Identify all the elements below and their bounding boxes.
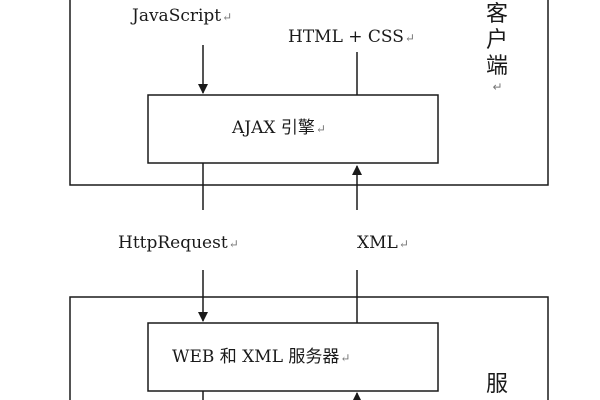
label-xml: XML↵	[357, 233, 409, 253]
label-server: WEB 和 XML 服务器↵	[172, 347, 351, 367]
server-container	[69, 296, 549, 400]
server-box	[147, 322, 439, 392]
label-client-side: 客 户 端 ↵	[485, 2, 508, 94]
label-html-css: HTML + CSS↵	[288, 27, 415, 47]
label-http-request: HttpRequest↵	[118, 233, 239, 253]
ajax-engine-box	[147, 94, 439, 164]
label-ajax-engine: AJAX 引擎↵	[232, 118, 326, 138]
label-javascript: JavaScript↵	[132, 6, 233, 26]
client-container	[69, 0, 549, 186]
label-server-side: 服	[485, 372, 508, 397]
